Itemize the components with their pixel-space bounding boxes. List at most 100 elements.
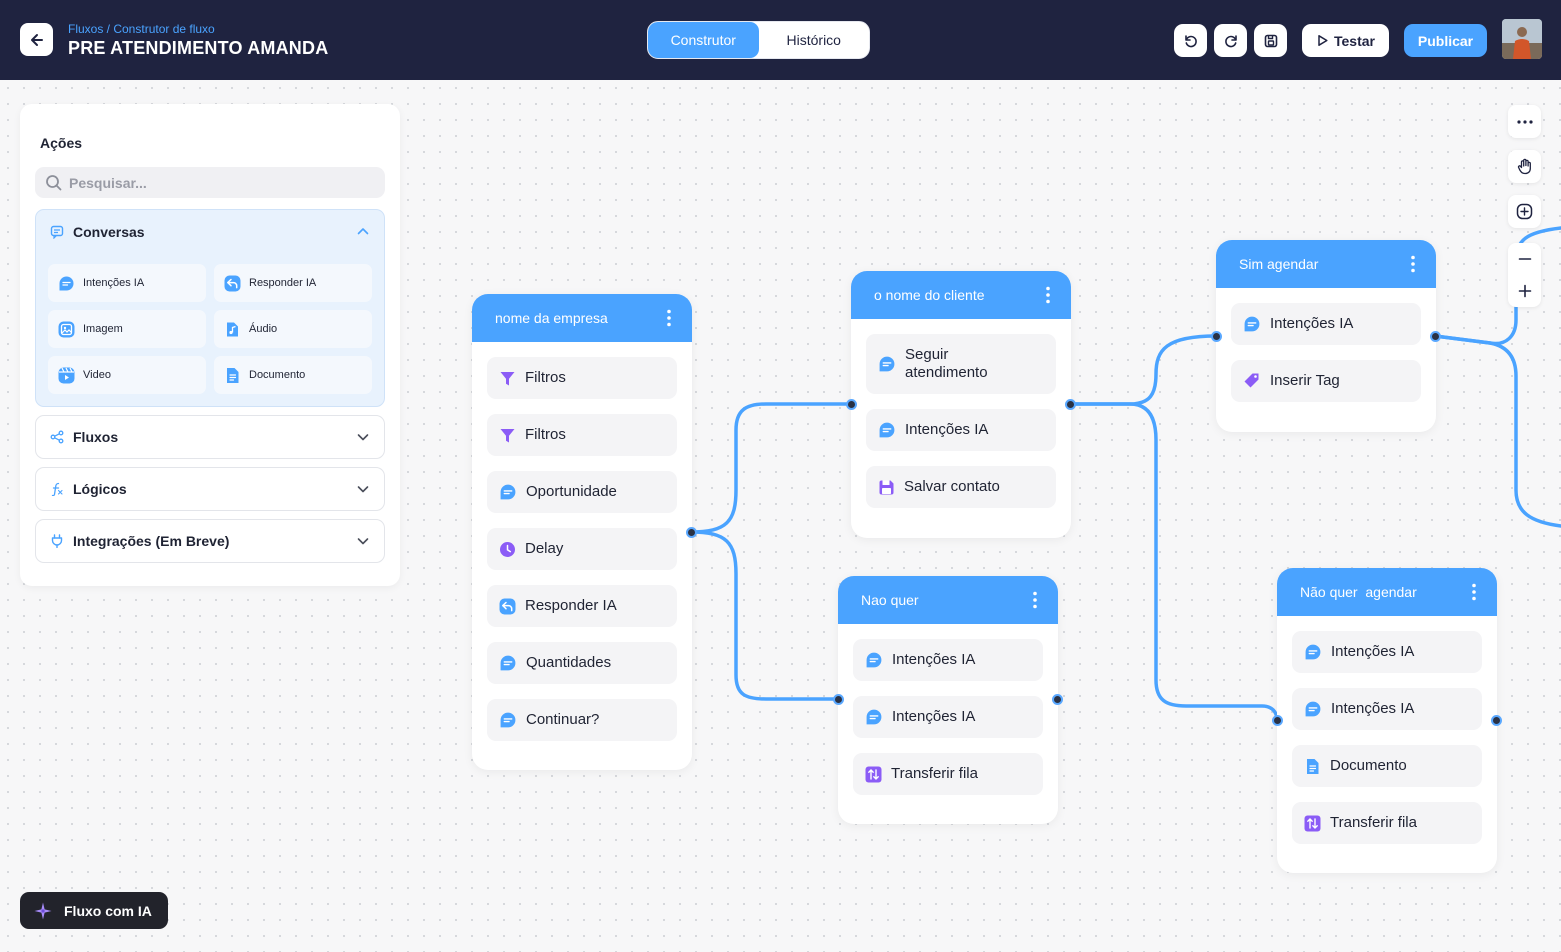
node-item[interactable]: Seguir atendimento <box>866 334 1056 394</box>
ai-flow-button[interactable]: Fluxo com IA <box>20 892 168 929</box>
input-port[interactable] <box>832 693 844 705</box>
actions-panel: Ações Conversas Intenções IA Responder I… <box>20 104 400 586</box>
flow-node-nome-da-empresa[interactable]: nome da empresa Filtros Filtros Oportuni… <box>472 294 692 770</box>
node-item[interactable]: Inserir Tag <box>1231 360 1421 402</box>
floppy-disk-icon <box>879 480 894 494</box>
transfer-arrows-icon <box>1304 815 1321 831</box>
flow-node-sim-agendar[interactable]: Sim agendar Intenções IA Inserir Tag <box>1216 240 1436 432</box>
category-logicos[interactable]: Lógicos <box>35 467 385 511</box>
action-responder-ia[interactable]: Responder IA <box>214 264 372 302</box>
action-label: Video <box>83 369 111 381</box>
breadcrumb[interactable]: Fluxos / Construtor de fluxo <box>68 22 215 36</box>
node-header[interactable]: Não quer agendar <box>1277 568 1497 616</box>
pan-tool-button[interactable] <box>1508 150 1541 183</box>
output-port[interactable] <box>685 526 697 538</box>
node-item[interactable]: Intenções IA <box>1292 688 1482 730</box>
node-item[interactable]: Filtros <box>487 357 677 399</box>
share-nodes-icon <box>50 430 64 444</box>
action-imagem[interactable]: Imagem <box>48 310 206 348</box>
output-port[interactable] <box>1490 714 1502 726</box>
category-label: Conversas <box>73 224 145 240</box>
tab-historico[interactable]: Histórico <box>786 32 841 48</box>
node-item[interactable]: Intenções IA <box>1231 303 1421 345</box>
category-fluxos[interactable]: Fluxos <box>35 415 385 459</box>
document-icon <box>1307 758 1319 774</box>
node-item[interactable]: Continuar? <box>487 699 677 741</box>
transfer-arrows-icon <box>865 766 882 782</box>
category-label: Fluxos <box>73 429 119 445</box>
tab-construtor[interactable]: Construtor <box>648 22 759 58</box>
flow-node-nao-quer[interactable]: Nao quer Intenções IA Intenções IA Trans… <box>838 576 1058 824</box>
action-video[interactable]: Video <box>48 356 206 394</box>
publish-button[interactable]: Publicar <box>1404 24 1487 57</box>
output-port[interactable] <box>1051 693 1063 705</box>
flow-node-o-nome-do-cliente[interactable]: o nome do cliente Seguir atendimento Int… <box>851 271 1071 538</box>
node-item[interactable]: Oportunidade <box>487 471 677 513</box>
item-label: Intenções IA <box>892 708 976 725</box>
item-label: Intenções IA <box>1331 700 1415 717</box>
node-item[interactable]: Documento <box>1292 745 1482 787</box>
input-port[interactable] <box>1210 330 1222 342</box>
chat-icon <box>50 225 64 239</box>
plug-icon <box>51 534 63 548</box>
node-item[interactable]: Salvar contato <box>866 466 1056 508</box>
more-options-button[interactable] <box>1508 105 1541 138</box>
item-label: Continuar? <box>526 711 600 728</box>
node-item[interactable]: Intenções IA <box>866 409 1056 451</box>
fit-view-button[interactable] <box>1508 195 1541 228</box>
undo-button[interactable] <box>1174 24 1207 57</box>
item-label: Intenções IA <box>1270 315 1354 332</box>
node-item[interactable]: Quantidades <box>487 642 677 684</box>
node-header[interactable]: Nao quer <box>838 576 1058 624</box>
node-item[interactable]: Transferir fila <box>853 753 1043 795</box>
document-icon <box>227 367 239 383</box>
node-item[interactable]: Intenções IA <box>853 696 1043 738</box>
item-label: Intenções IA <box>1331 643 1415 660</box>
more-vertical-icon[interactable] <box>1032 591 1038 609</box>
item-label: Intenções IA <box>892 651 976 668</box>
more-horizontal-icon <box>1516 119 1533 124</box>
action-documento[interactable]: Documento <box>214 356 372 394</box>
input-port[interactable] <box>845 398 857 410</box>
flow-node-nao-quer-agendar[interactable]: Não quer agendar Intenções IA Intenções … <box>1277 568 1497 873</box>
action-audio[interactable]: Áudio <box>214 310 372 348</box>
item-label: Quantidades <box>526 654 612 671</box>
node-header[interactable]: Sim agendar <box>1216 240 1436 288</box>
edge-cliente-simagendar <box>1068 334 1218 406</box>
save-button[interactable] <box>1254 24 1287 57</box>
zoom-in-button[interactable] <box>1508 275 1541 307</box>
more-vertical-icon[interactable] <box>666 309 672 327</box>
view-tabs: Construtor Histórico <box>647 21 870 59</box>
node-item[interactable]: Filtros <box>487 414 677 456</box>
node-item[interactable]: Intenções IA <box>1292 631 1482 673</box>
more-vertical-icon[interactable] <box>1045 286 1051 304</box>
search-input[interactable] <box>69 174 359 191</box>
chat-bubble-icon <box>59 276 74 290</box>
chat-bubble-icon <box>1305 701 1321 717</box>
zoom-out-button[interactable] <box>1508 243 1541 275</box>
item-label: Salvar contato <box>904 478 1000 495</box>
node-item[interactable]: Intenções IA <box>853 639 1043 681</box>
input-port[interactable] <box>1271 714 1283 726</box>
action-label: Imagem <box>83 323 123 335</box>
edge-empresa-naoquer <box>689 530 840 701</box>
node-header[interactable]: o nome do cliente <box>851 271 1071 319</box>
node-item[interactable]: Transferir fila <box>1292 802 1482 844</box>
output-port[interactable] <box>1064 398 1076 410</box>
category-header-conversas[interactable]: Conversas <box>36 210 384 254</box>
category-integracoes[interactable]: Integrações (Em Breve) <box>35 519 385 563</box>
filter-icon <box>500 428 515 442</box>
node-item[interactable]: Delay <box>487 528 677 570</box>
redo-button[interactable] <box>1214 24 1247 57</box>
undo-icon <box>1184 34 1197 47</box>
action-label: Responder IA <box>249 277 317 289</box>
avatar[interactable] <box>1502 19 1542 59</box>
more-vertical-icon[interactable] <box>1471 583 1477 601</box>
node-item[interactable]: Responder IA <box>487 585 677 627</box>
output-port[interactable] <box>1429 330 1441 342</box>
action-intencoes-ia[interactable]: Intenções IA <box>48 264 206 302</box>
node-header[interactable]: nome da empresa <box>472 294 692 342</box>
more-vertical-icon[interactable] <box>1410 255 1416 273</box>
back-button[interactable] <box>20 23 53 56</box>
test-button[interactable]: Testar <box>1302 24 1389 57</box>
